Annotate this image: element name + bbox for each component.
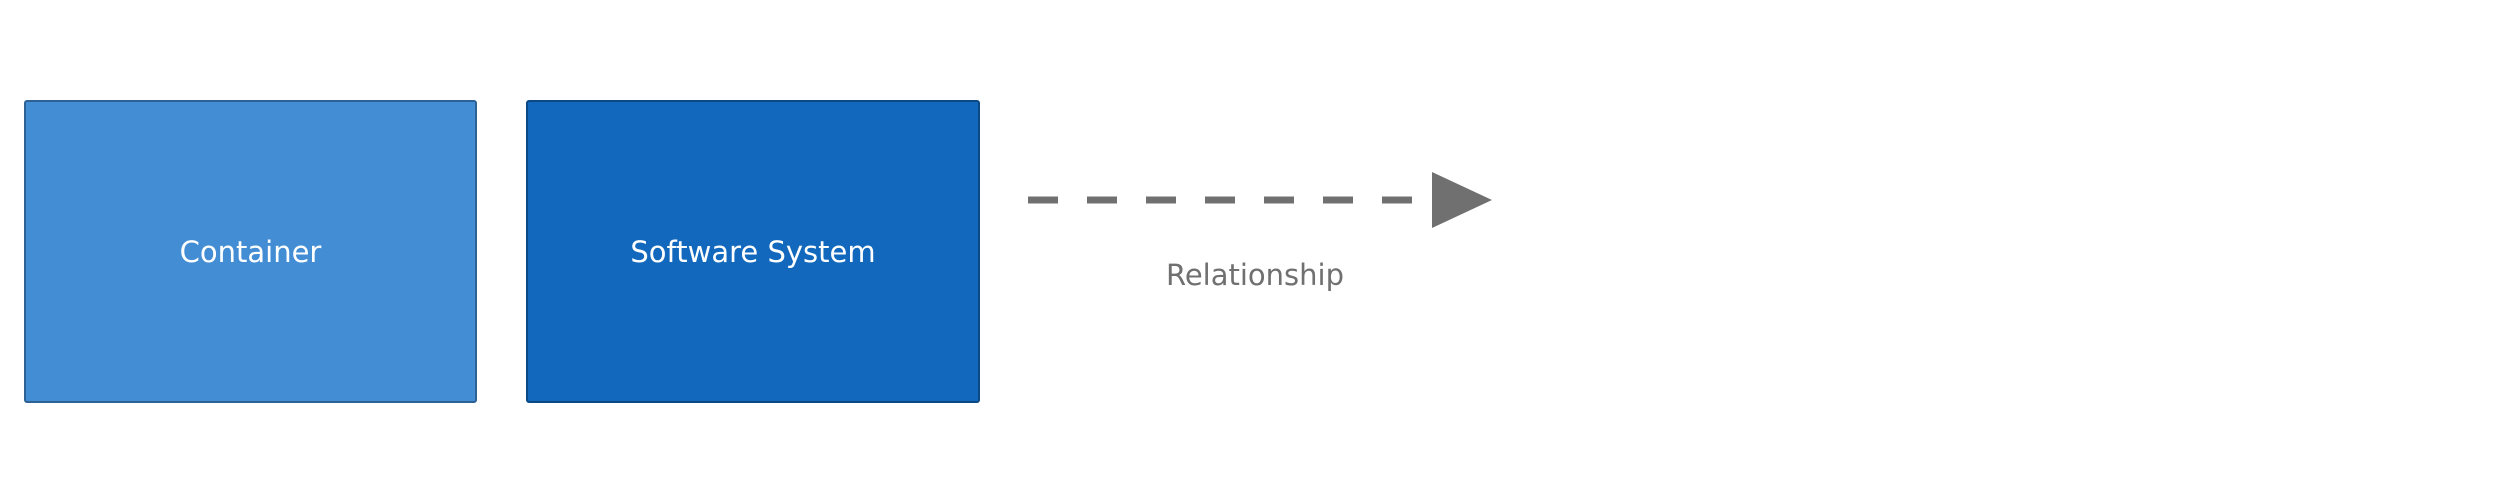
- software-system-label: Software System: [630, 234, 876, 269]
- container-label: Container: [179, 234, 322, 269]
- relationship-label: Relationship: [1165, 258, 1345, 292]
- arrowhead-icon: [1432, 172, 1492, 228]
- relationship-arrow: [1028, 172, 1492, 228]
- container-element: Container: [24, 100, 477, 403]
- software-system-element: Software System: [526, 100, 980, 403]
